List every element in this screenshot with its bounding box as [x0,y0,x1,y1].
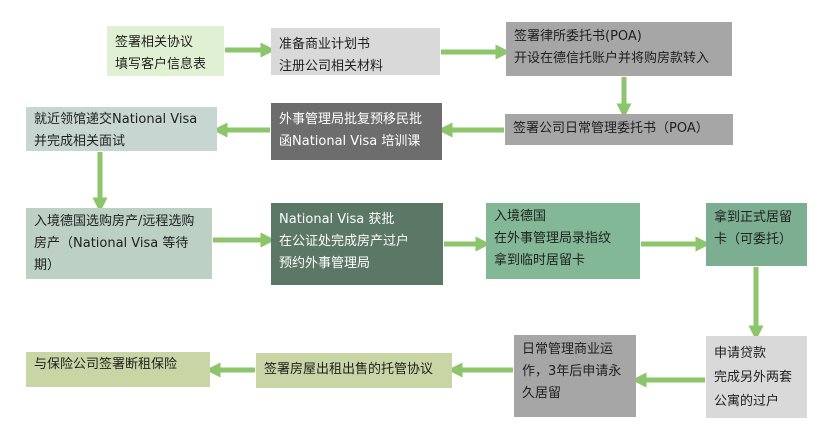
step-prepare-business-plan: 准备商业计划书 注册公司相关材料 [271,28,440,75]
step-enter-germany-select-property: 入境德国选购房产/远程选购房产（National Visa 等待期） [26,208,212,279]
step-text-line: 日常管理商业运作，3年后申请永久居留 [522,342,622,401]
step-text-line: 申请贷款 [714,346,767,361]
step-text-line: National Visa 获批 [279,212,395,227]
step-text-line: 准备商业计划书 [279,37,371,52]
step-text-line: 并完成相关面试 [34,134,126,149]
step-text-line: 在公证处完成房产过户 [279,234,410,249]
step-receive-residence-card: 拿到正式居留卡（可委托） [706,203,807,266]
step-text-line: 签署房屋出租出售的托管协议 [264,362,434,377]
step-submit-national-visa: 就近领馆递交National Visa 并完成相关面试 [26,107,217,151]
step-apply-loan: 申请贷款 完成另外两套公寓的过户 [706,336,807,418]
step-text-line: 填写客户信息表 [115,57,207,72]
step-text-line: 拿到正式居留卡（可委托） [714,210,793,247]
step-text-line: 拿到临时居留卡 [494,253,586,268]
step-text-line: 签署公司日常管理委托书（POA） [513,121,709,136]
step-text-line: 注册公司相关材料 [279,59,384,74]
step-text-line: 函National Visa 培训课 [279,134,421,149]
step-text-line: 预约外事管理局 [279,256,371,271]
step-text-line: 就近领馆递交National Visa [34,112,198,127]
step-text-line: 签署律所委托书(POA) [514,29,642,44]
step-text-line: 入境德国选购房产/远程选购房产（National Visa 等待期） [34,214,195,273]
step-sign-custody-agreement: 签署房屋出租出售的托管协议 [256,353,452,388]
step-text-line: 开设在德信托账户并将购房款转入 [514,51,710,66]
step-sign-rent-loss-insurance: 与保险公司签署断租保险 [26,352,210,387]
step-text-line: 签署相关协议 [115,35,194,50]
step-text-line: 入境德国 [494,209,547,224]
step-foreign-office-approval: 外事管理局批复预移民批 函National Visa 培训课 [271,103,442,160]
step-national-visa-approved: National Visa 获批 在公证处完成房产过户 预约外事管理局 [271,203,443,285]
step-enter-germany-fingerprint: 入境德国 在外事管理局录指纹 拿到临时居留卡 [486,203,640,279]
step-text-line: 完成另外两套公寓的过户 [714,370,793,409]
step-sign-daily-management-poa: 签署公司日常管理委托书（POA） [505,114,733,145]
step-text-line: 与保险公司签署断租保险 [34,357,178,372]
step-text-line: 在外事管理局录指纹 [494,231,612,246]
step-sign-law-firm-poa: 签署律所委托书(POA) 开设在德信托账户并将购房款转入 [506,22,732,76]
step-sign-agreement: 签署相关协议 填写客户信息表 [107,26,224,76]
step-text-line: 外事管理局批复预移民批 [279,112,423,127]
step-daily-business-operation: 日常管理商业运作，3年后申请永久居留 [514,335,636,417]
